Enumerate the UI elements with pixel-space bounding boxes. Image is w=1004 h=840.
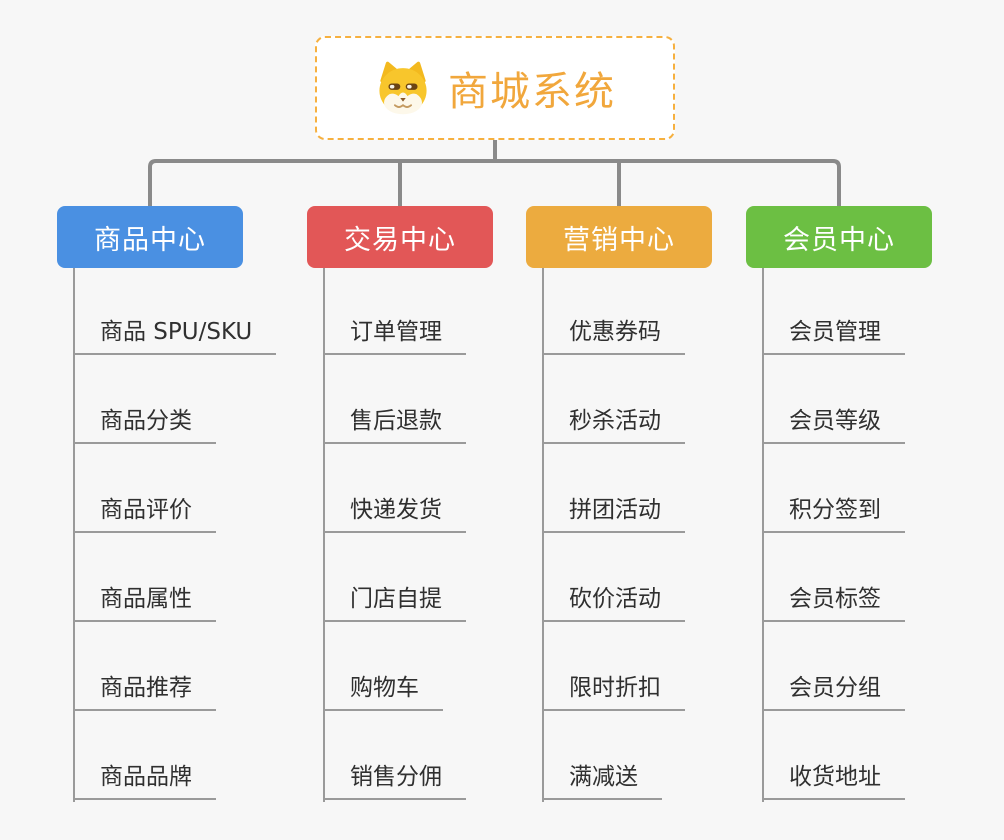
leaf-node[interactable]: 购物车 bbox=[323, 671, 443, 711]
leaf-label: 秒杀活动 bbox=[569, 408, 661, 434]
leaf-node[interactable]: 砍价活动 bbox=[542, 582, 685, 622]
leaf-node[interactable]: 会员等级 bbox=[762, 404, 905, 444]
leaf-node[interactable]: 销售分佣 bbox=[323, 760, 466, 800]
leaf-label: 商品属性 bbox=[100, 586, 192, 612]
leaf-node[interactable]: 售后退款 bbox=[323, 404, 466, 444]
leaf-node[interactable]: 商品分类 bbox=[73, 404, 216, 444]
root-node[interactable]: 商城系统 bbox=[315, 36, 675, 140]
leaf-label: 销售分佣 bbox=[350, 764, 442, 790]
branch-trunk-line bbox=[542, 268, 544, 802]
leaf-node[interactable]: 满减送 bbox=[542, 760, 662, 800]
leaf-label: 限时折扣 bbox=[569, 675, 661, 701]
leaf-label: 收货地址 bbox=[789, 764, 881, 790]
branch-label: 会员中心 bbox=[783, 224, 895, 256]
leaf-label: 会员标签 bbox=[789, 586, 881, 612]
root-title: 商城系统 bbox=[448, 69, 616, 115]
branch-trunk-line bbox=[73, 268, 75, 802]
leaf-label: 积分签到 bbox=[789, 497, 881, 523]
branch-header-1[interactable]: 商品中心 bbox=[57, 206, 243, 268]
leaf-node[interactable]: 商品评价 bbox=[73, 493, 216, 533]
leaf-label: 售后退款 bbox=[350, 408, 442, 434]
branch-trunk-line bbox=[762, 268, 764, 802]
branch-bus-line bbox=[148, 159, 841, 206]
leaf-node[interactable]: 收货地址 bbox=[762, 760, 905, 800]
leaf-label: 满减送 bbox=[569, 764, 638, 790]
branch-header-3[interactable]: 营销中心 bbox=[526, 206, 712, 268]
leaf-node[interactable]: 优惠券码 bbox=[542, 315, 685, 355]
leaf-node[interactable]: 订单管理 bbox=[323, 315, 466, 355]
leaf-node[interactable]: 门店自提 bbox=[323, 582, 466, 622]
leaf-node[interactable]: 快递发货 bbox=[323, 493, 466, 533]
leaf-node[interactable]: 会员标签 bbox=[762, 582, 905, 622]
branch-header-2[interactable]: 交易中心 bbox=[307, 206, 493, 268]
leaf-node[interactable]: 商品属性 bbox=[73, 582, 216, 622]
leaf-node[interactable]: 限时折扣 bbox=[542, 671, 685, 711]
leaf-label: 快递发货 bbox=[350, 497, 442, 523]
leaf-label: 砍价活动 bbox=[569, 586, 661, 612]
branch-label: 商品中心 bbox=[94, 224, 206, 256]
branch-label: 营销中心 bbox=[563, 224, 675, 256]
leaf-label: 购物车 bbox=[350, 675, 419, 701]
leaf-node[interactable]: 商品品牌 bbox=[73, 760, 216, 800]
leaf-label: 商品推荐 bbox=[100, 675, 192, 701]
shiba-dog-icon bbox=[374, 60, 432, 116]
leaf-label: 门店自提 bbox=[350, 586, 442, 612]
leaf-label: 优惠券码 bbox=[569, 319, 661, 345]
leaf-node[interactable]: 商品推荐 bbox=[73, 671, 216, 711]
leaf-node[interactable]: 秒杀活动 bbox=[542, 404, 685, 444]
leaf-label: 商品品牌 bbox=[100, 764, 192, 790]
branch-header-4[interactable]: 会员中心 bbox=[746, 206, 932, 268]
leaf-node[interactable]: 积分签到 bbox=[762, 493, 905, 533]
leaf-label: 会员管理 bbox=[789, 319, 881, 345]
leaf-label: 会员等级 bbox=[789, 408, 881, 434]
leaf-node[interactable]: 会员管理 bbox=[762, 315, 905, 355]
leaf-label: 商品分类 bbox=[100, 408, 192, 434]
leaf-label: 商品 SPU/SKU bbox=[100, 319, 253, 345]
leaf-label: 拼团活动 bbox=[569, 497, 661, 523]
leaf-label: 订单管理 bbox=[350, 319, 442, 345]
leaf-node[interactable]: 拼团活动 bbox=[542, 493, 685, 533]
branch-label: 交易中心 bbox=[344, 224, 456, 256]
leaf-node[interactable]: 商品 SPU/SKU bbox=[73, 315, 277, 355]
leaf-label: 会员分组 bbox=[789, 675, 881, 701]
branch-trunk-line bbox=[323, 268, 325, 802]
leaf-node[interactable]: 会员分组 bbox=[762, 671, 905, 711]
leaf-label: 商品评价 bbox=[100, 497, 192, 523]
